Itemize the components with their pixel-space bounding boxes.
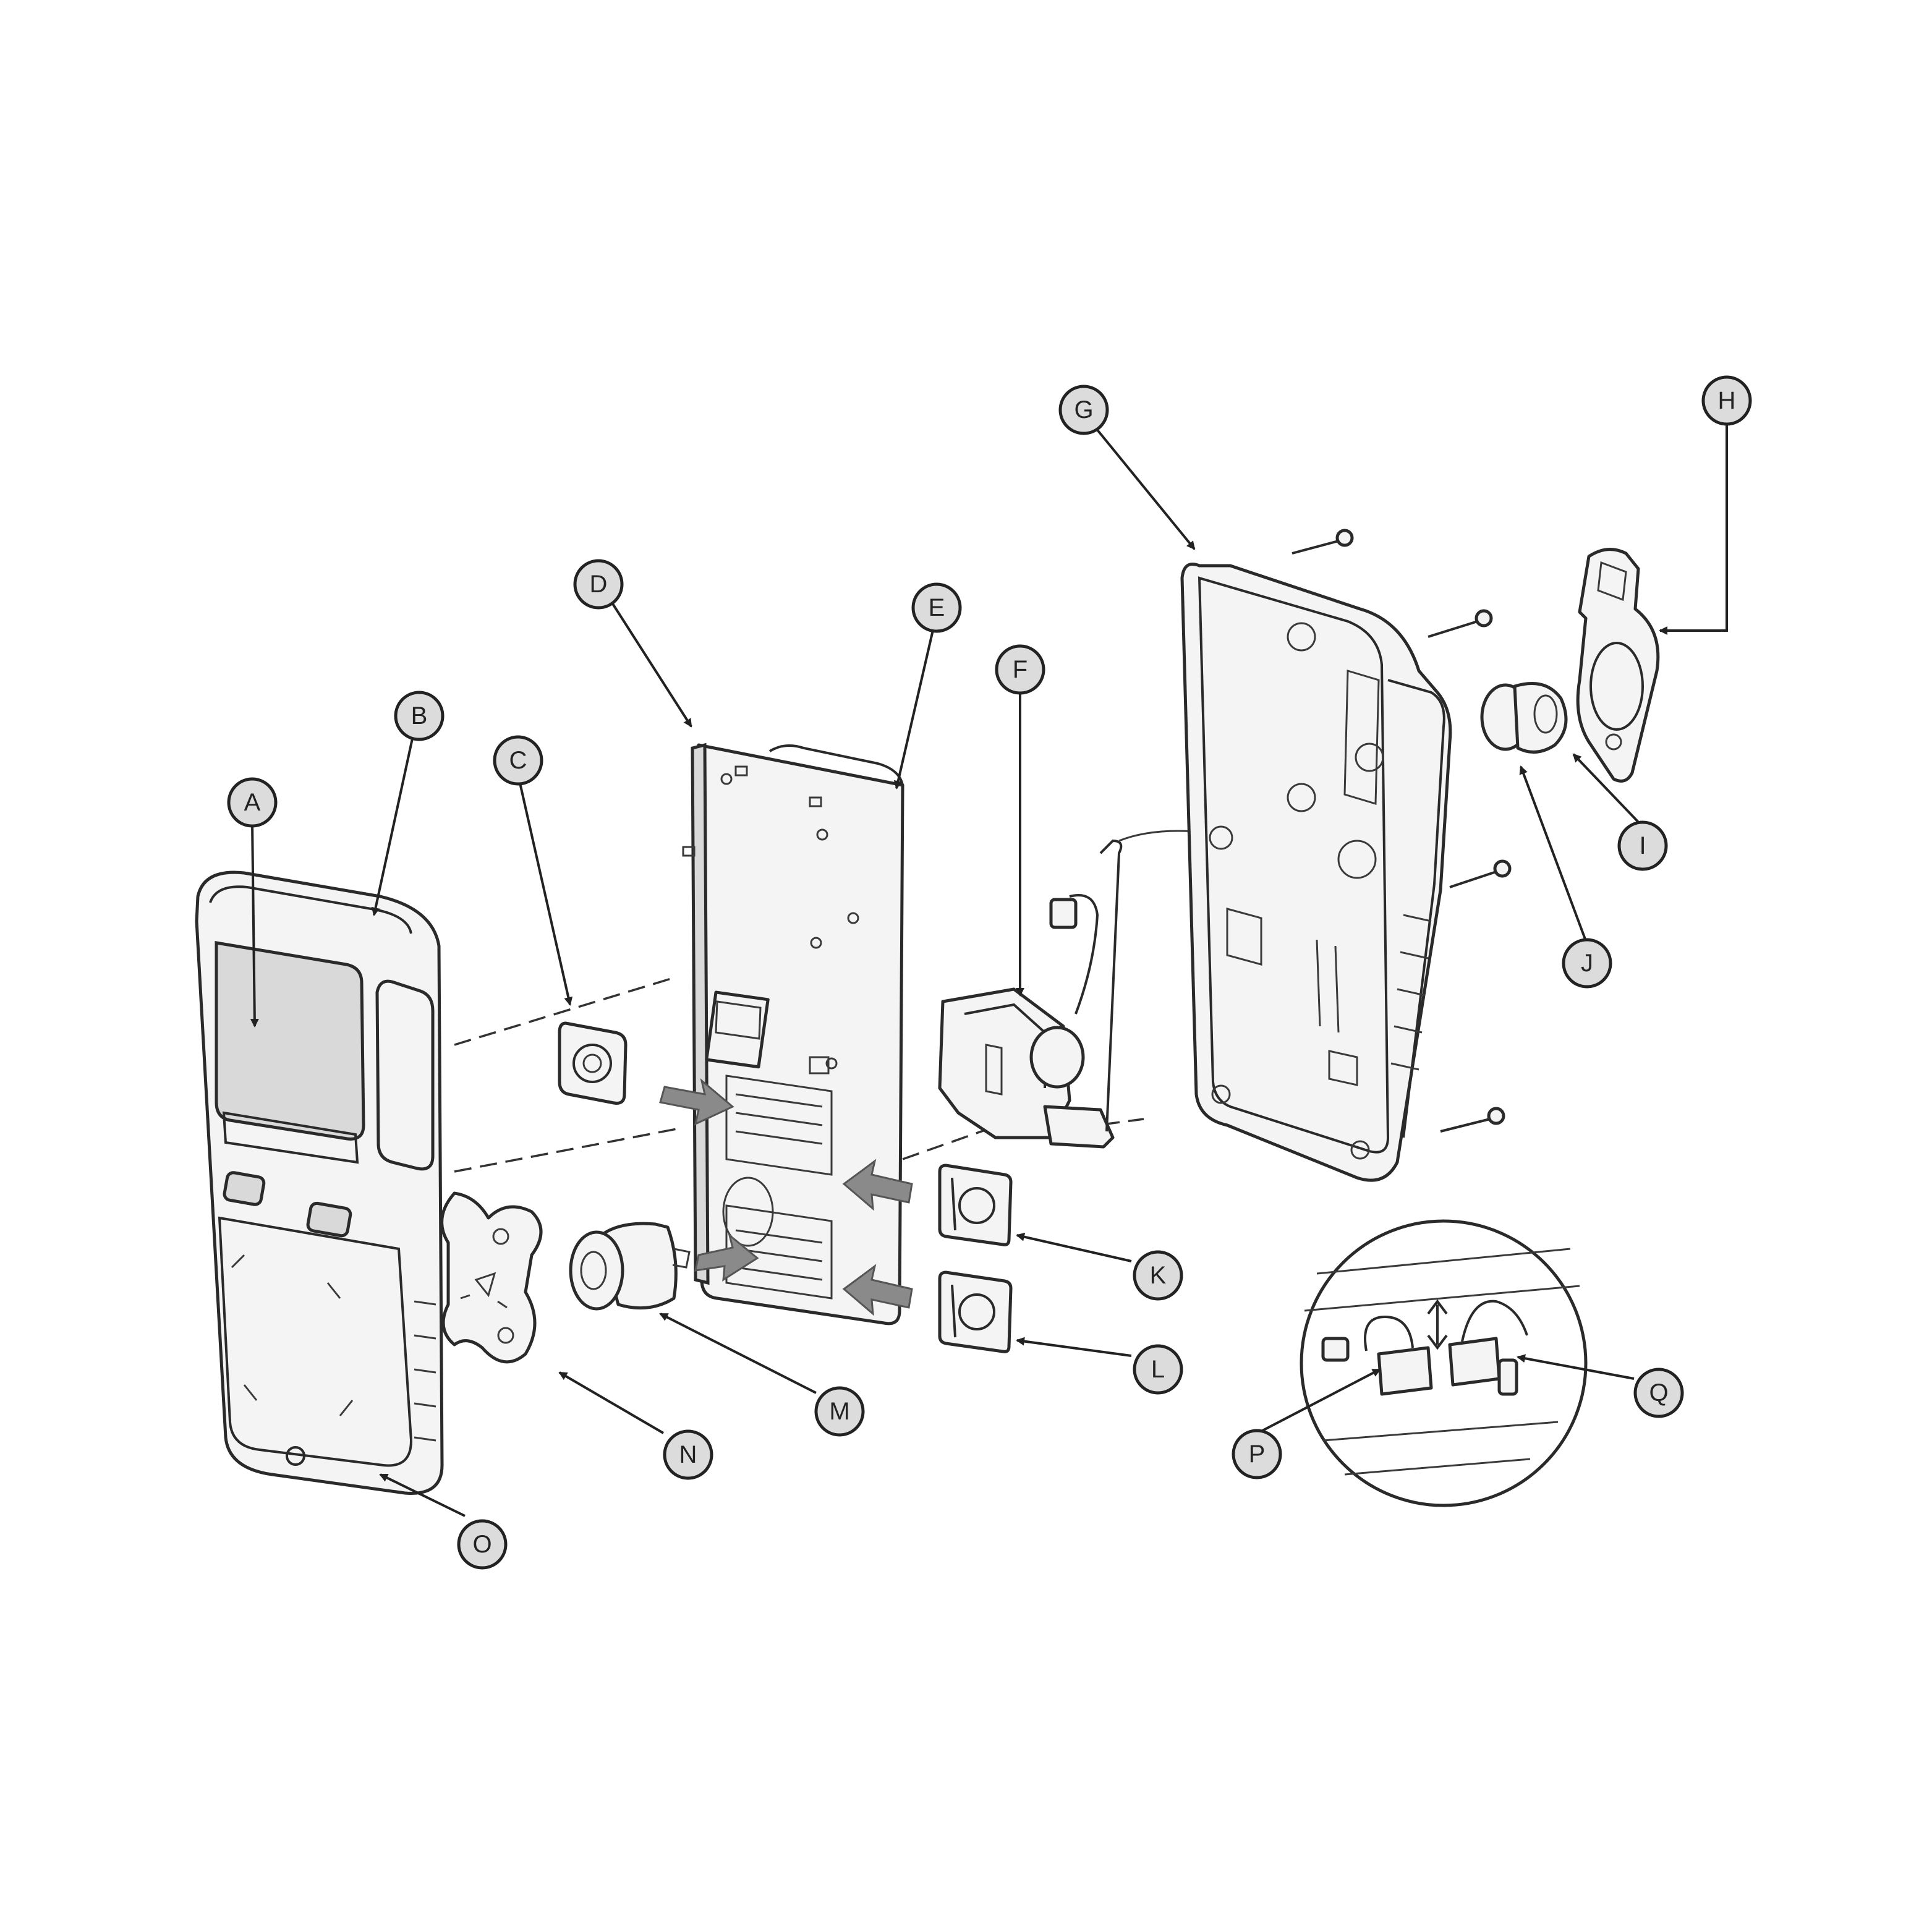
callout-P: P xyxy=(1232,1429,1282,1479)
callout-label-H: H xyxy=(1718,387,1736,414)
callout-K: K xyxy=(1133,1250,1183,1301)
callout-H: H xyxy=(1701,375,1752,426)
callout-label-P: P xyxy=(1249,1440,1266,1468)
callout-label-G: G xyxy=(1074,396,1093,423)
side-grip-ribs xyxy=(414,1300,436,1442)
filter-module xyxy=(558,1021,628,1105)
callout-label-K: K xyxy=(1150,1262,1167,1289)
callout-D: D xyxy=(573,559,624,610)
callout-label-M: M xyxy=(829,1398,849,1425)
rear-ribs xyxy=(1390,914,1432,1071)
pump-assembly xyxy=(938,830,1197,1149)
callout-A: A xyxy=(227,777,278,828)
callout-Q: Q xyxy=(1633,1368,1684,1418)
rear-housing xyxy=(1180,563,1452,1182)
callout-label-Q: Q xyxy=(1649,1379,1668,1406)
circuit-board xyxy=(682,743,904,1326)
callout-O: O xyxy=(457,1519,508,1570)
callout-label-N: N xyxy=(679,1441,697,1468)
callout-label-O: O xyxy=(472,1531,492,1558)
callout-L: L xyxy=(1133,1344,1183,1395)
callout-E: E xyxy=(911,582,962,633)
callout-label-I: I xyxy=(1639,832,1646,859)
callout-I: I xyxy=(1617,820,1668,871)
gasket-plate xyxy=(440,1191,543,1364)
pump-cylinder xyxy=(569,1222,691,1311)
callout-N: N xyxy=(663,1429,713,1480)
connector-inset xyxy=(1300,1219,1588,1507)
callout-label-J: J xyxy=(1581,950,1593,977)
callout-G: G xyxy=(1058,385,1109,435)
callout-M: M xyxy=(814,1386,865,1437)
callout-label-F: F xyxy=(1013,656,1028,683)
callout-C: C xyxy=(493,735,543,786)
front-housing xyxy=(195,870,444,1495)
callout-B: B xyxy=(394,691,445,741)
callout-label-C: C xyxy=(509,747,527,774)
belt-clip xyxy=(1576,548,1660,783)
callout-label-D: D xyxy=(590,571,608,598)
sensor-k xyxy=(938,1164,1013,1246)
inlet-cap xyxy=(1480,682,1568,754)
insertion-arrows xyxy=(659,1078,913,1316)
callout-J: J xyxy=(1562,938,1612,989)
callout-label-E: E xyxy=(929,594,945,621)
callout-label-A: A xyxy=(244,789,261,816)
leader-lines xyxy=(250,422,1728,1517)
screws xyxy=(1292,529,1512,1133)
callout-label-B: B xyxy=(411,702,428,730)
callout-label-L: L xyxy=(1151,1356,1165,1383)
callout-F: F xyxy=(995,644,1045,695)
sensor-l xyxy=(938,1270,1013,1353)
